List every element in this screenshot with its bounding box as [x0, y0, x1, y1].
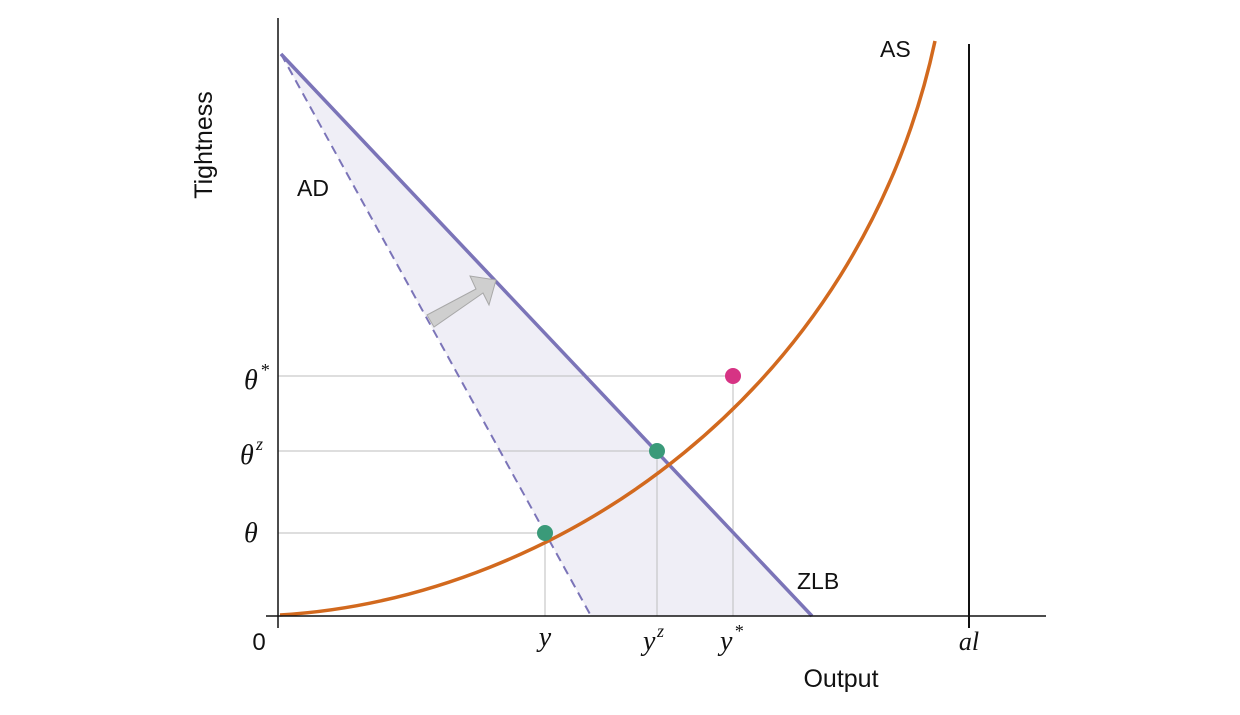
al-label: al	[959, 627, 979, 656]
yz-label: y z	[640, 621, 664, 657]
ad-label: AD	[297, 175, 329, 201]
theta-z-base: θ	[240, 440, 254, 471]
yz-sup: z	[656, 621, 664, 641]
theta-label: θ	[244, 518, 258, 549]
theta-z-label: θ z	[240, 434, 263, 471]
optimal-point-ystar	[725, 368, 741, 384]
y-axis-title: Tightness	[190, 91, 218, 198]
zlb-line	[279, 52, 814, 618]
theta-star-label: θ *	[244, 360, 269, 396]
zlb-label: ZLB	[797, 568, 839, 594]
arrow-up-right-icon	[426, 275, 497, 328]
x-axis-title: Output	[803, 665, 878, 693]
origin-label: 0	[252, 629, 265, 656]
ad-line-dashed	[280, 53, 592, 617]
y-label: y	[536, 622, 552, 653]
equilibrium-point-y	[537, 525, 553, 541]
theta-star-sup: *	[260, 360, 269, 380]
theta-star-base: θ	[244, 365, 258, 396]
equilibrium-point-yz	[649, 443, 665, 459]
yz-base: y	[640, 626, 656, 657]
ystar-label: y *	[717, 621, 743, 657]
guide-lines	[278, 375, 734, 616]
as-curve	[279, 40, 937, 617]
theta-z-sup: z	[255, 434, 263, 454]
ystar-base: y	[717, 626, 733, 657]
ystar-sup: *	[734, 621, 743, 641]
as-label: AS	[880, 36, 911, 62]
